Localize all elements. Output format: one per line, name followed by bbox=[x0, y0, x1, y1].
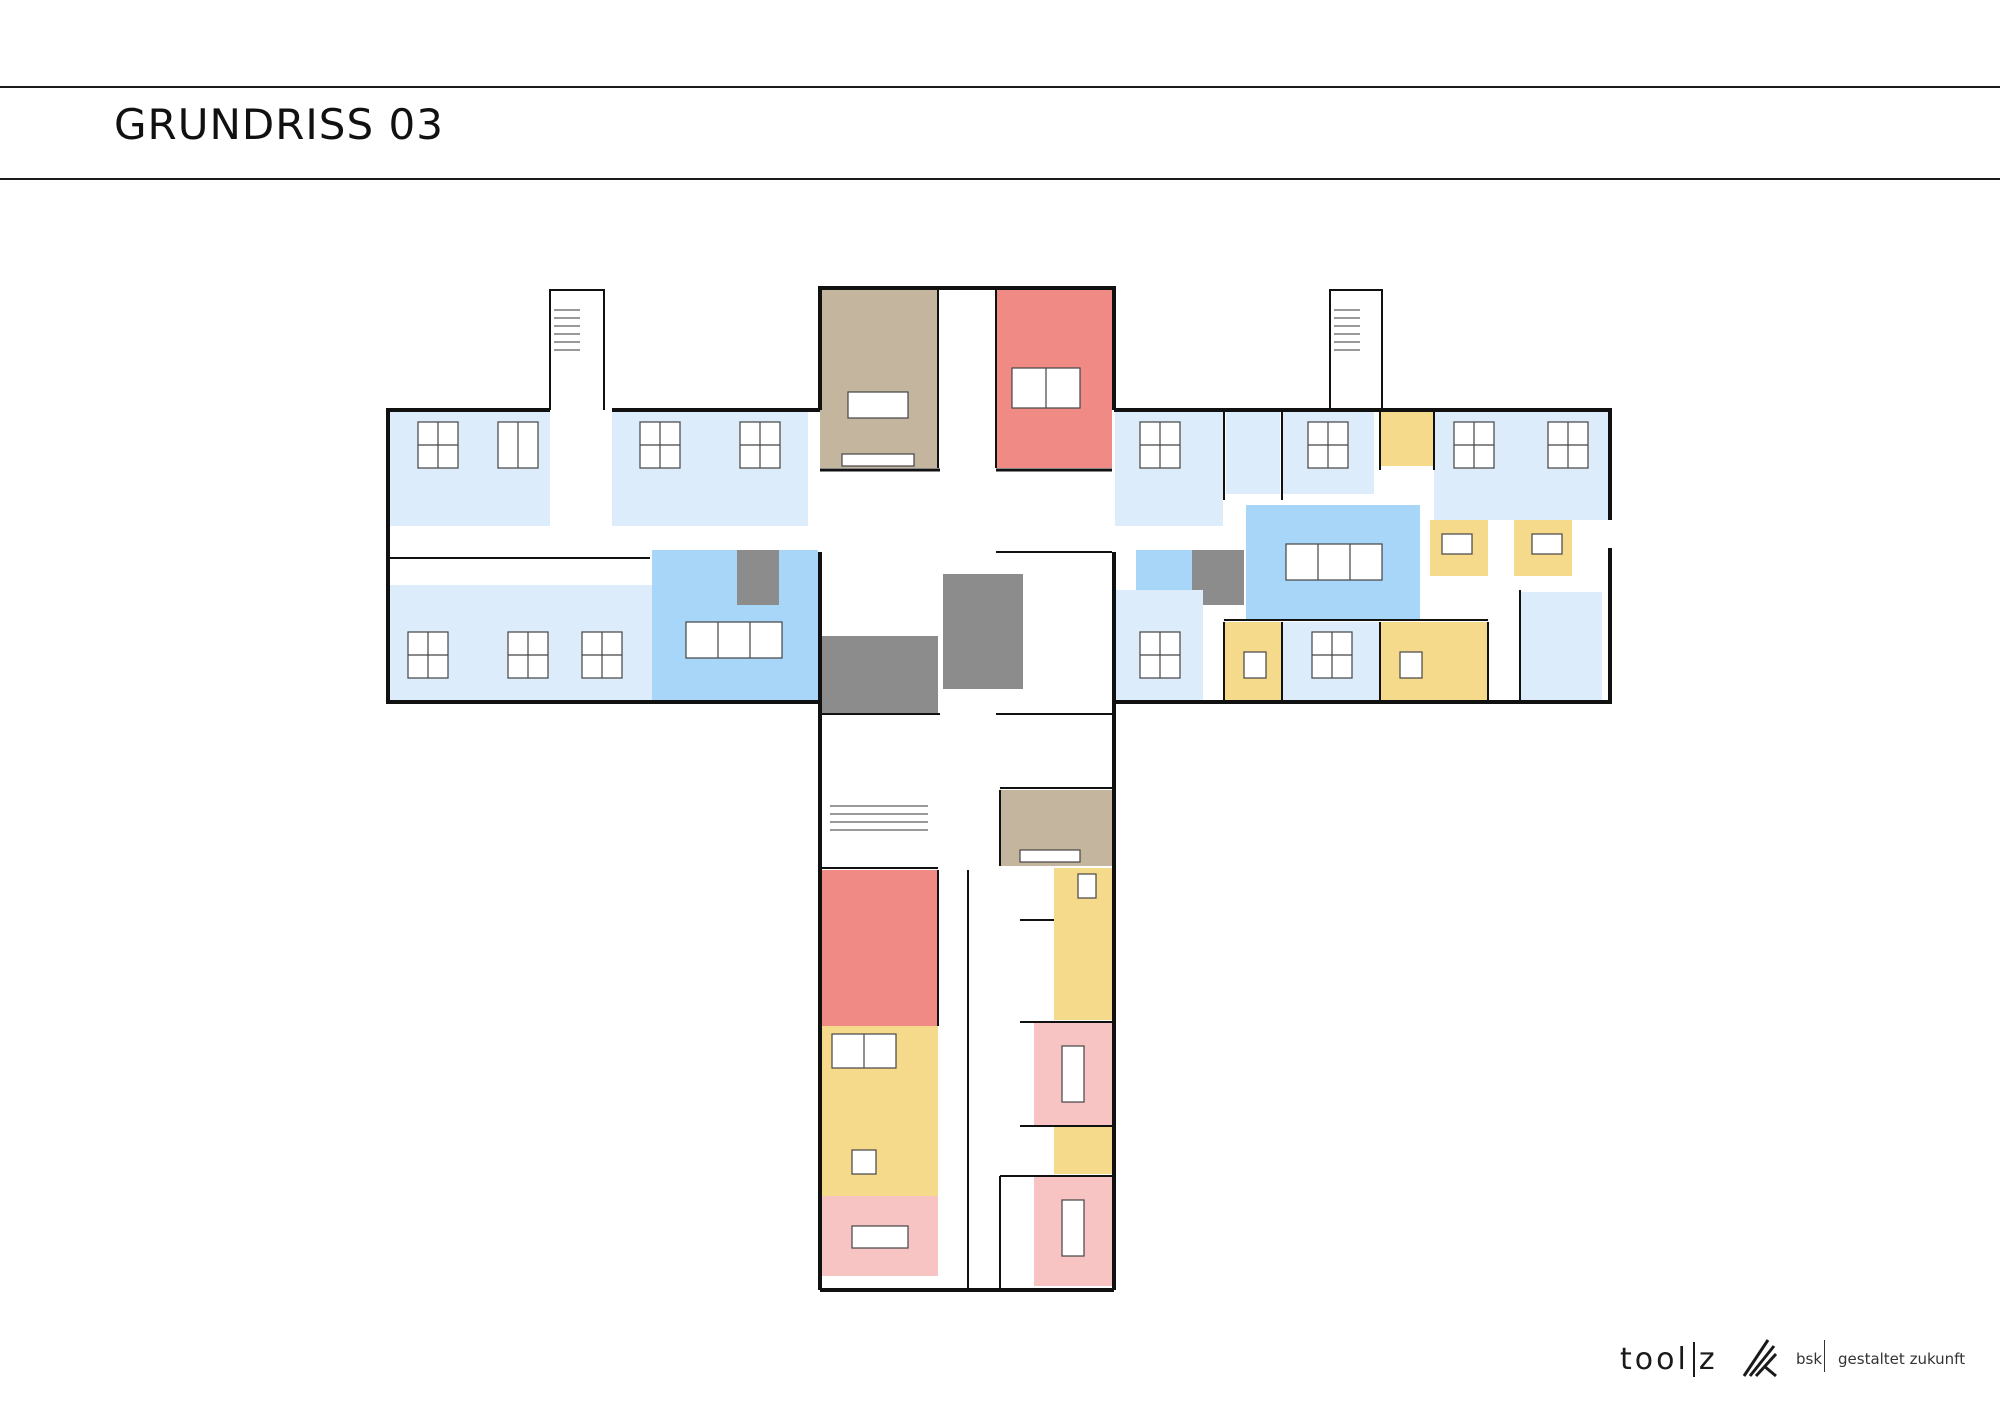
footer-divider bbox=[1824, 1340, 1825, 1372]
room-core-elevator bbox=[943, 574, 1023, 689]
bench bbox=[841, 453, 915, 467]
room-core-grey-w bbox=[737, 550, 779, 605]
room-core-grey-sw bbox=[820, 636, 938, 714]
tagline-text: gestaltet zukunft bbox=[1838, 1350, 1966, 1368]
desk-cluster bbox=[1453, 421, 1495, 469]
desk-cluster bbox=[1139, 631, 1181, 679]
desk-cluster bbox=[407, 631, 449, 679]
bsk-text: bsk bbox=[1796, 1350, 1823, 1368]
desk-cluster bbox=[1311, 631, 1353, 679]
room-focus-ne[interactable] bbox=[1380, 410, 1434, 466]
meeting-table bbox=[847, 391, 909, 419]
desk-cluster bbox=[417, 421, 459, 469]
walls bbox=[386, 286, 1612, 1292]
room-focus-se2[interactable] bbox=[1380, 622, 1488, 700]
small-table bbox=[1531, 533, 1563, 555]
room-lounge-n[interactable] bbox=[820, 290, 938, 468]
room-focus-s2[interactable] bbox=[1054, 920, 1112, 968]
desk-cluster bbox=[1547, 421, 1589, 469]
bench bbox=[1019, 849, 1081, 863]
desk-cluster bbox=[497, 421, 539, 469]
room-focus-s3[interactable] bbox=[1054, 968, 1112, 1020]
bottom-rule bbox=[0, 178, 2000, 180]
small-table bbox=[1441, 533, 1473, 555]
top-rule bbox=[0, 86, 2000, 88]
room-creative-s1[interactable] bbox=[822, 870, 938, 946]
small-table bbox=[1399, 651, 1423, 679]
desk-cluster bbox=[507, 631, 549, 679]
logo-tool-text: tool bbox=[1620, 1342, 1689, 1377]
room-focus-s5[interactable] bbox=[1054, 1126, 1112, 1174]
room-creative-s2[interactable] bbox=[822, 946, 938, 1026]
desk-cluster bbox=[1307, 421, 1349, 469]
desk-cluster bbox=[1139, 421, 1181, 469]
room-open-office-se3[interactable] bbox=[1520, 592, 1602, 700]
meeting-table bbox=[1061, 1199, 1085, 1257]
furniture bbox=[407, 367, 1589, 1257]
desk-cluster bbox=[639, 421, 681, 469]
logo-z-text: z bbox=[1698, 1342, 1718, 1377]
desk-cluster bbox=[831, 1033, 897, 1069]
small-table bbox=[1243, 651, 1267, 679]
meeting-table bbox=[1061, 1045, 1085, 1103]
meeting-table bbox=[851, 1225, 909, 1249]
room-open-office-ne2[interactable] bbox=[1226, 410, 1280, 494]
desk-cluster bbox=[1285, 543, 1383, 581]
desk-cluster bbox=[581, 631, 623, 679]
small-table bbox=[851, 1149, 877, 1175]
bsk-logo-icon bbox=[1742, 1339, 1778, 1378]
page-title: GRUNDRISS 03 bbox=[114, 100, 444, 149]
desk-cluster bbox=[1011, 367, 1081, 409]
stairs bbox=[554, 309, 1360, 831]
small-table bbox=[1077, 873, 1097, 899]
desk-cluster bbox=[739, 421, 781, 469]
desk-cluster bbox=[685, 621, 783, 659]
